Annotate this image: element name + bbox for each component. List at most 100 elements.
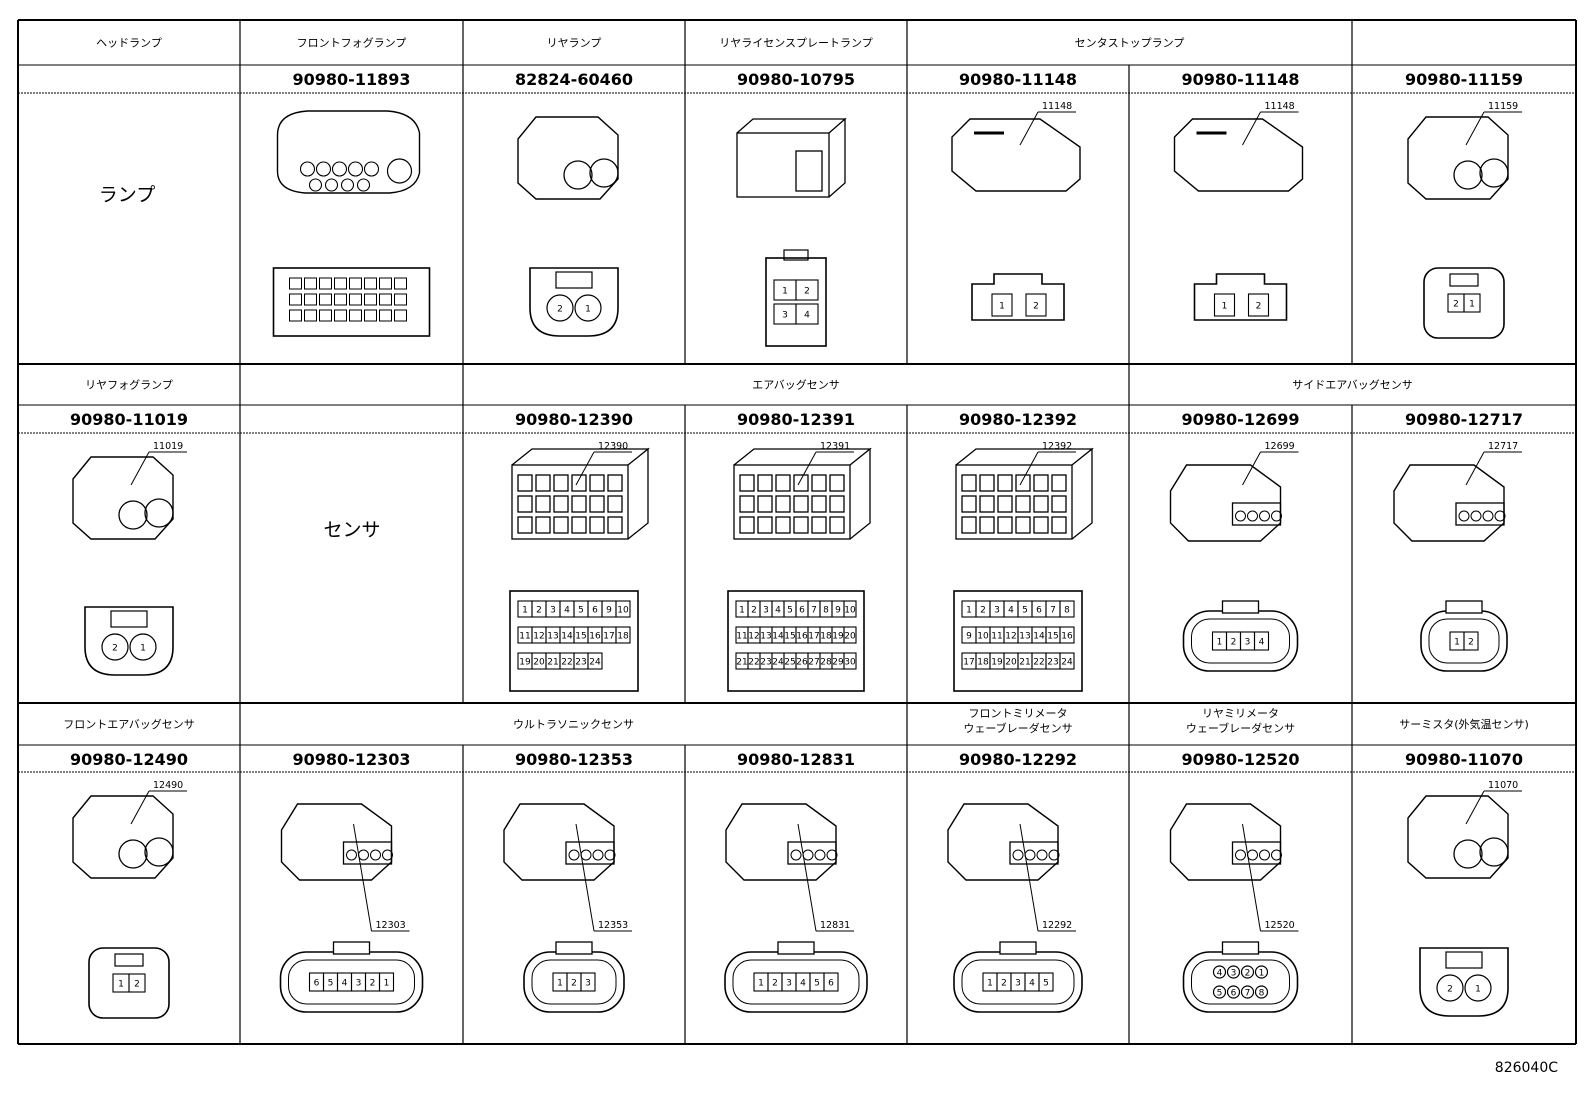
- part-number: 90980-12699: [1182, 410, 1300, 429]
- part-number: 90980-11148: [959, 70, 1077, 89]
- callout-leader: [1019, 111, 1039, 146]
- header-label: ヘッドランプ: [96, 37, 162, 50]
- pin-number: 15: [575, 632, 586, 642]
- pin-cavity: [1212, 985, 1227, 999]
- cavity: [1051, 474, 1067, 492]
- pin-number: 13: [1019, 632, 1030, 642]
- cavity: [1235, 510, 1246, 522]
- pin-number: 6: [828, 979, 834, 989]
- pin-face-shell: [1182, 951, 1299, 1013]
- pin-number: 4: [804, 311, 810, 321]
- header-label: エアバッグセンサ: [752, 378, 840, 392]
- cavity: [979, 516, 995, 534]
- pin-cavity: [843, 626, 857, 644]
- pin-number: 13: [547, 632, 558, 642]
- cavity: [517, 516, 533, 534]
- pin-number: 3: [356, 979, 362, 989]
- cavity: [571, 474, 587, 492]
- header-label: リヤライセンスプレートランプ: [719, 37, 872, 50]
- pin-cavity: [843, 652, 857, 670]
- pin-number: 5: [328, 979, 334, 989]
- pin-number: 1: [739, 606, 745, 616]
- pin-cavity: [1038, 972, 1054, 992]
- header-cell: フロントフォグランプ: [297, 36, 407, 50]
- pin-number: 16: [796, 632, 808, 642]
- pin-face-inner: [1428, 618, 1500, 664]
- cavity: [793, 516, 809, 534]
- header-label: ウェーブレーダセンサ: [1186, 721, 1295, 735]
- cavity: [517, 474, 533, 492]
- connector-body-edge: [736, 117, 847, 198]
- cavity-frame: [1231, 502, 1282, 526]
- pin-number: 11: [736, 632, 747, 642]
- pin-number: 3: [782, 311, 788, 321]
- cavity: [589, 516, 605, 534]
- pin-face-latch: [332, 941, 371, 955]
- pin-number: 12: [533, 632, 544, 642]
- cavity: [1271, 510, 1282, 522]
- pin-number: 2: [1245, 969, 1251, 979]
- pin-number: 21: [736, 658, 747, 668]
- pin-cavity: [364, 309, 377, 322]
- pin-number: 4: [564, 606, 570, 616]
- pin-cavity: [1254, 965, 1269, 979]
- pin-number: 3: [994, 606, 1000, 616]
- pin-number: 3: [1015, 979, 1021, 989]
- cavity: [370, 849, 381, 861]
- cavity: [563, 160, 593, 190]
- part-number: 82824-60460: [515, 70, 633, 89]
- pin-number: 22: [748, 658, 759, 668]
- pin-cavity: [349, 309, 362, 322]
- cavity: [961, 516, 977, 534]
- pin-number: 2: [804, 287, 810, 297]
- callout-label: 12520: [1265, 920, 1295, 931]
- pin-number: 18: [617, 632, 629, 642]
- pin-number: 5: [1043, 979, 1049, 989]
- cavity: [961, 495, 977, 513]
- cavity: [1453, 839, 1483, 869]
- pin-number: 4: [1259, 638, 1265, 648]
- cavity: [517, 495, 533, 513]
- callout-leader: [1242, 823, 1261, 932]
- pin-number: 28: [820, 658, 832, 668]
- pin-number: 3: [585, 979, 591, 989]
- cavity: [340, 178, 355, 192]
- pin-face-latch: [555, 941, 593, 955]
- pin-number: 1: [999, 302, 1005, 312]
- pin-number: 11: [991, 632, 1002, 642]
- pin-number: 2: [1256, 302, 1262, 312]
- pin-face-latch: [114, 953, 144, 967]
- header-cell: ウルトラソニックセンサ: [513, 718, 634, 731]
- connector-body: [733, 464, 851, 540]
- callout-label: 11148: [1042, 101, 1072, 112]
- pin-number: 12: [748, 632, 759, 642]
- pin-face-shell: [971, 273, 1065, 321]
- pin-number: 2: [1447, 985, 1453, 995]
- cavity: [775, 495, 791, 513]
- cavity: [1479, 158, 1509, 188]
- pin-cavity: [1059, 626, 1075, 644]
- header-cell: センタストップランプ: [1075, 37, 1185, 50]
- cavity: [535, 474, 551, 492]
- sensor-section-label: センサ: [323, 519, 380, 541]
- pin-number: 14: [1033, 632, 1045, 642]
- pin-face-inner: [531, 959, 617, 1005]
- cavity: [775, 474, 791, 492]
- callout-leader: [130, 451, 150, 486]
- cavity: [1015, 495, 1031, 513]
- cavity: [1259, 510, 1270, 522]
- cavity: [607, 495, 623, 513]
- callout-leader: [1465, 111, 1485, 146]
- cavity: [580, 849, 592, 861]
- cavity: [607, 516, 623, 534]
- pin-number: 19: [991, 658, 1003, 668]
- cavity: [607, 474, 623, 492]
- pin-number: 1: [585, 305, 591, 315]
- pin-face-inner: [1191, 959, 1290, 1005]
- part-number: 90980-12292: [959, 750, 1077, 769]
